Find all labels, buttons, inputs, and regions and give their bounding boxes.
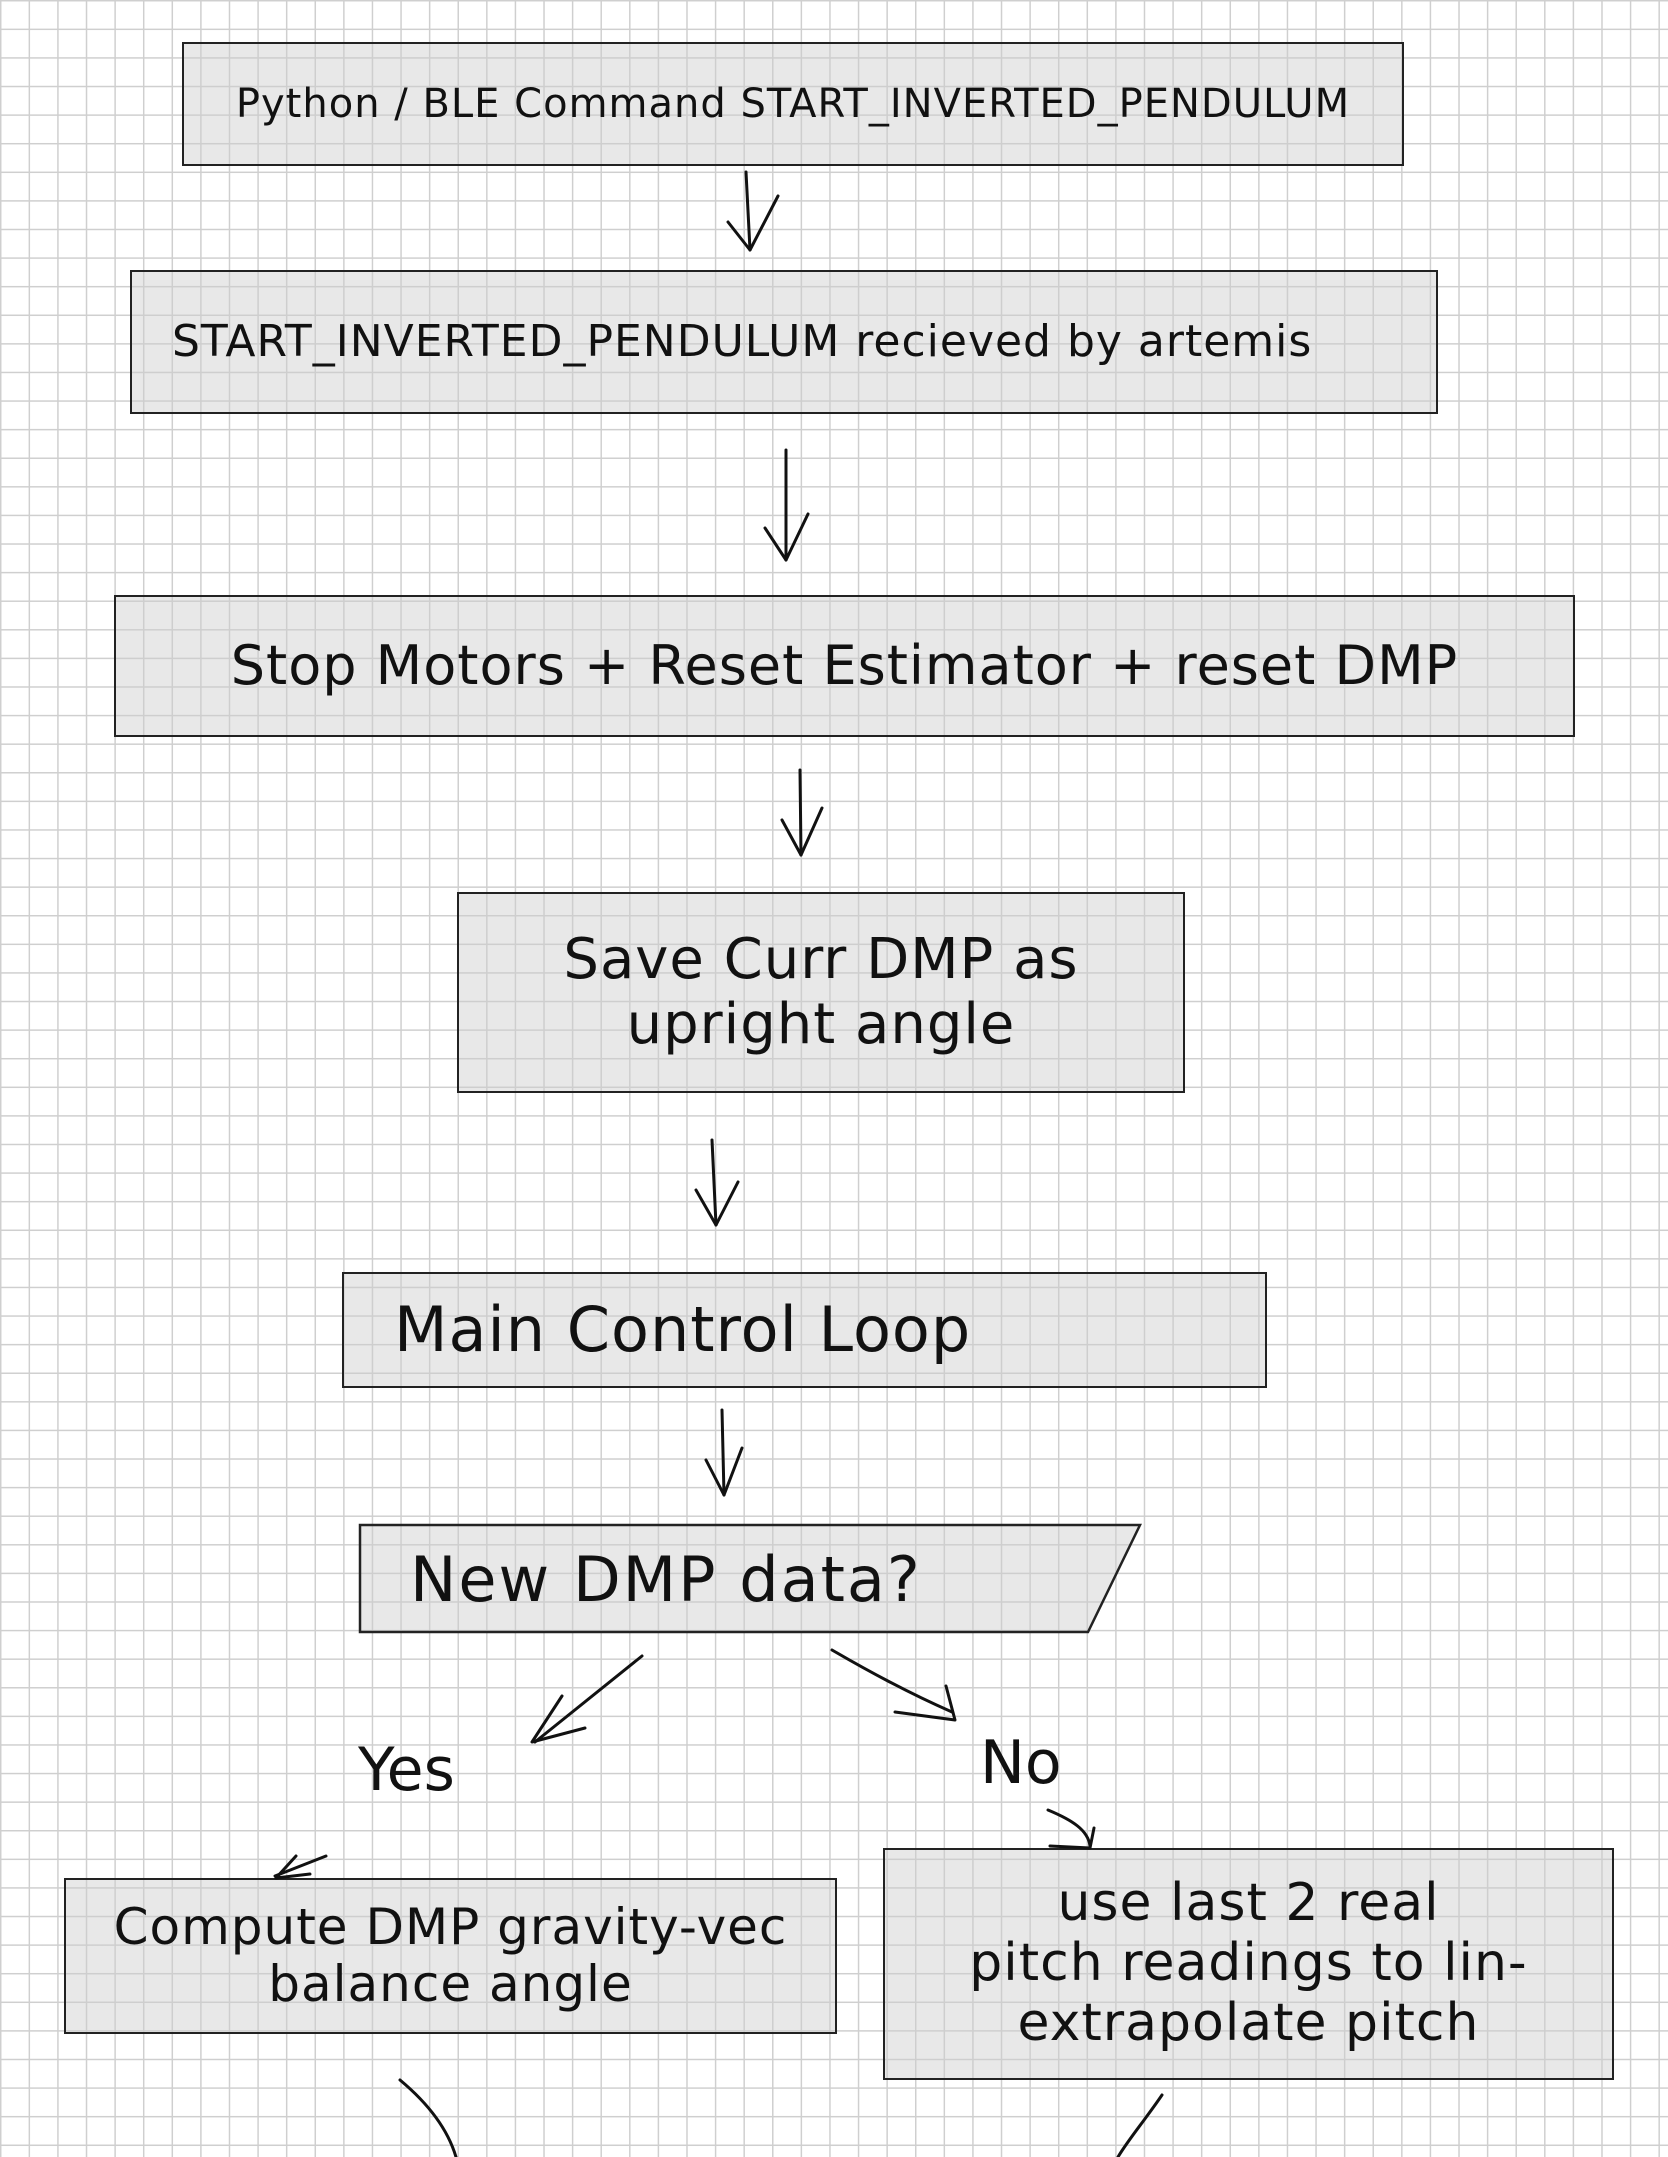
node-label: Stop Motors + Reset Estimator + reset DM… (230, 633, 1459, 697)
node-extrapolate-pitch: use last 2 real pitch readings to lin- e… (883, 1848, 1614, 2080)
node-label: use last 2 real pitch readings to lin- e… (969, 1873, 1528, 2053)
node-command-received: START_INVERTED_PENDULUM recieved by arte… (130, 270, 1438, 414)
edge-label-yes: Yes (358, 1735, 455, 1805)
node-label: Python / BLE Command START_INVERTED_PEND… (235, 81, 1351, 127)
decision-label: New DMP data? (410, 1542, 922, 1616)
node-label: Save Curr DMP as upright angle (563, 927, 1079, 1057)
node-python-ble-command: Python / BLE Command START_INVERTED_PEND… (182, 42, 1404, 166)
node-label: Main Control Loop (394, 1293, 972, 1367)
edge-label-no: No (980, 1728, 1062, 1798)
node-main-control-loop: Main Control Loop (342, 1272, 1267, 1388)
node-label: Compute DMP gravity-vec balance angle (113, 1897, 788, 2013)
node-stop-reset: Stop Motors + Reset Estimator + reset DM… (114, 595, 1575, 737)
node-compute-balance-angle: Compute DMP gravity-vec balance angle (64, 1878, 837, 2034)
decision-new-dmp-data: New DMP data? (360, 1525, 1100, 1633)
node-save-upright-angle: Save Curr DMP as upright angle (457, 892, 1185, 1093)
node-label: START_INVERTED_PENDULUM recieved by arte… (172, 315, 1313, 367)
